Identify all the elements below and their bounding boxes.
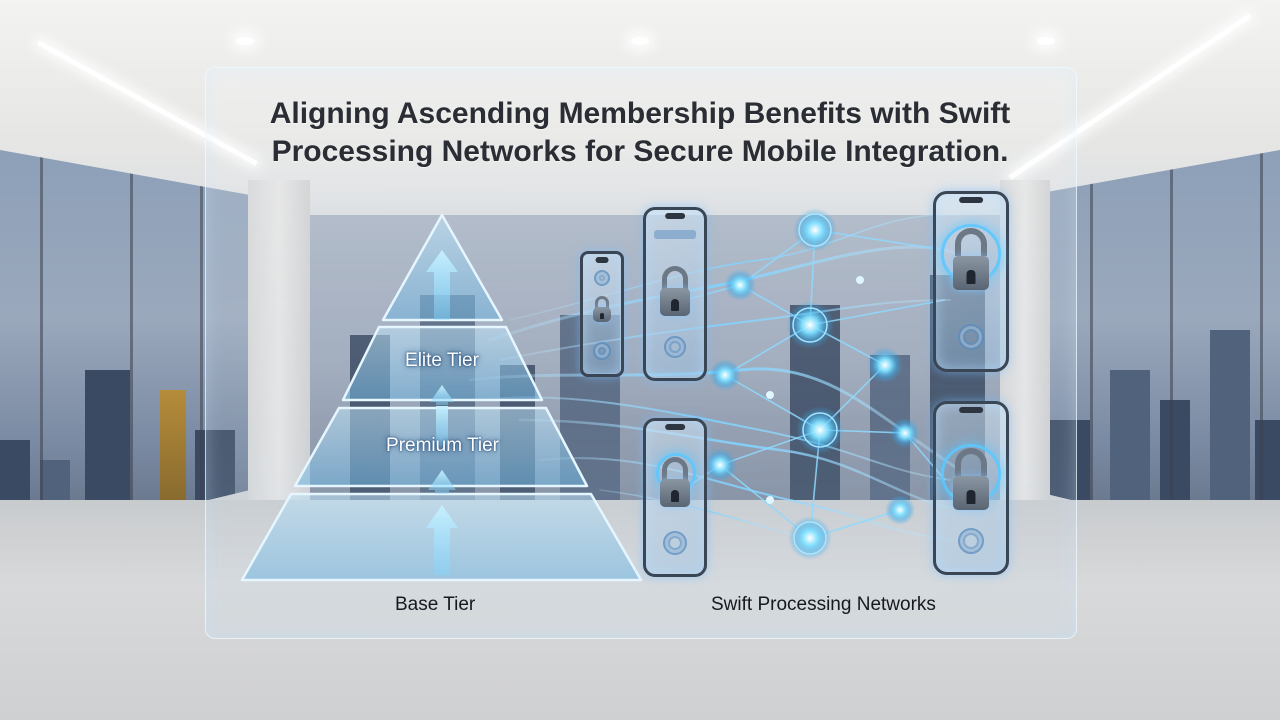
- fingerprint-icon: [958, 528, 984, 554]
- network-node: [703, 448, 737, 482]
- network-node: [885, 495, 915, 525]
- fingerprint-icon: [958, 324, 984, 350]
- tier-label-premium: Premium Tier: [386, 435, 499, 456]
- page-title: Aligning Ascending Membership Benefits w…: [269, 97, 1011, 168]
- fingerprint-icon: [594, 270, 610, 286]
- network-node: [766, 391, 774, 399]
- lock-icon: [593, 296, 611, 322]
- network-node: [766, 496, 774, 504]
- cloud-icon: [593, 342, 611, 360]
- window-right: [1030, 150, 1280, 550]
- mobile-phone: [643, 418, 707, 577]
- lock-icon: [953, 448, 989, 510]
- tier-label-base: Base Tier: [395, 594, 476, 615]
- fingerprint-icon: [663, 531, 687, 555]
- tier-label-elite: Elite Tier: [405, 350, 479, 371]
- ceiling-light: [631, 37, 649, 45]
- network-label: Swift Processing Networks: [711, 594, 936, 615]
- ceiling-light: [236, 37, 254, 45]
- network-node: [724, 269, 756, 301]
- ceiling-light: [1037, 37, 1055, 45]
- lock-icon: [660, 266, 690, 316]
- network-nodes: [703, 208, 920, 560]
- network-node: [709, 359, 741, 391]
- network-node: [856, 276, 864, 284]
- fingerprint-icon: [664, 336, 686, 358]
- mobile-phone: [580, 251, 624, 377]
- mobile-phone: [933, 191, 1009, 372]
- network-node: [890, 418, 920, 448]
- lock-icon: [953, 228, 989, 290]
- mobile-phone: [643, 207, 707, 381]
- network-node: [867, 347, 903, 383]
- lock-icon: [660, 457, 690, 507]
- mobile-phone: [933, 401, 1009, 575]
- ceiling: [0, 0, 1280, 200]
